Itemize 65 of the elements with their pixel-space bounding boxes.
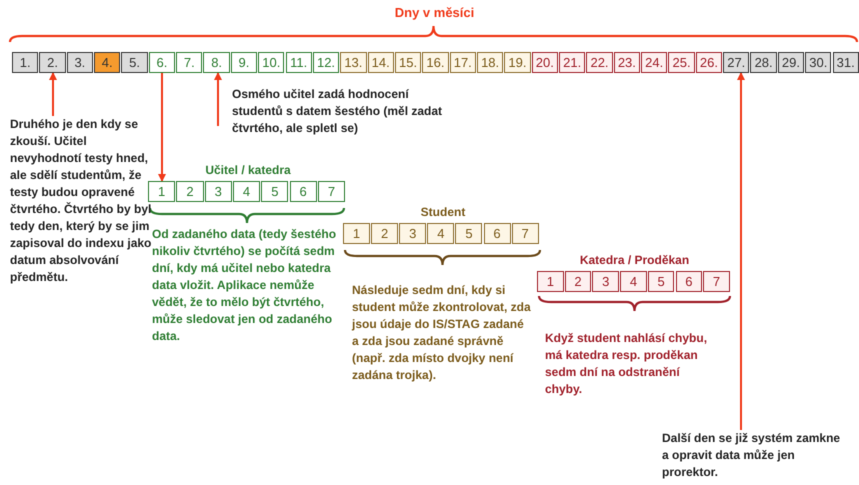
- day-cell: 9.: [230, 52, 258, 73]
- day-cell: 27.: [723, 52, 750, 73]
- day-cell: 7.: [176, 52, 202, 73]
- day-cell: 22.: [586, 52, 613, 73]
- day-cell: 10.: [258, 52, 284, 73]
- day-cell: 13.: [340, 52, 367, 73]
- row-heading: Student: [420, 204, 466, 221]
- day-cell: 5: [648, 271, 674, 292]
- day-cell: 5.: [121, 52, 148, 73]
- day-cell: 12.: [312, 52, 340, 73]
- day-cell: 7: [512, 223, 539, 244]
- day-cell: 2: [564, 271, 592, 292]
- description-text: Od zadaného data (tedy šestého nikoliv čtvrtého) se počítá sedm dní, kdy má učitel nebo katedra data vložit. Aplikace nemůže vědět, že to mělo být čtvrtého, může sledovat jen od zadaného data.: [152, 226, 338, 345]
- day-cell: 28.: [750, 52, 777, 73]
- day-cell: 2: [371, 223, 398, 244]
- day-cell: 16.: [422, 52, 449, 73]
- day-cell: 3: [204, 181, 232, 202]
- day-cell: 5: [455, 223, 482, 244]
- day-cell: 21.: [559, 52, 586, 73]
- description-text: Když student nahlásí chybu, má katedra resp. proděkan sedm dní na odstranění chyby.: [545, 330, 708, 398]
- arrow: [158, 73, 166, 182]
- day-cell: 4.: [94, 52, 120, 73]
- day-cell: 5: [261, 181, 288, 202]
- day-cell: 1.: [12, 52, 38, 73]
- day-cell: 6: [484, 223, 511, 244]
- day-cell: 6.: [148, 52, 176, 73]
- day-cell: 1: [343, 223, 370, 244]
- day-cell: 8.: [203, 52, 230, 73]
- day-cell: 24.: [641, 52, 668, 73]
- day-cell: 4: [620, 271, 647, 292]
- day-cell: 1: [537, 271, 564, 292]
- day-cell: 3: [399, 223, 426, 244]
- arrow: [49, 72, 57, 116]
- arrow: [737, 72, 745, 430]
- row-heading: Učitel / katedra: [204, 162, 292, 179]
- row-heading: Katedra / Proděkan: [578, 252, 690, 269]
- day-cell: 23.: [614, 52, 640, 73]
- day-cell: 7: [318, 181, 346, 202]
- day-cell: 4: [232, 181, 260, 202]
- day-cell: 11.: [286, 52, 312, 73]
- day-cell: 7: [703, 271, 730, 292]
- day-cell: 6: [676, 271, 702, 292]
- day-cell: 30.: [805, 52, 832, 73]
- day-cell: 6: [290, 181, 317, 202]
- day-cell: 1: [148, 181, 176, 202]
- day-cell: 15.: [394, 52, 422, 73]
- day-cell: 29.: [778, 52, 804, 73]
- day-cell: 26.: [696, 52, 722, 73]
- annotation-text: Další den se již systém zamkne a opravit data může jen prorektor.: [662, 430, 842, 481]
- day-cell: 19.: [504, 52, 531, 73]
- day-cell: 3: [592, 271, 620, 292]
- day-cell: 25.: [668, 52, 695, 73]
- day-cell: 2: [176, 181, 204, 202]
- day-cell: 2.: [39, 52, 66, 73]
- day-cell: 20.: [532, 52, 558, 73]
- day-cell: 31.: [832, 52, 859, 73]
- day-cell: 4: [427, 223, 454, 244]
- section-title: Dny v měsíci: [394, 4, 476, 21]
- day-cell: 14.: [368, 52, 394, 73]
- description-text: Následuje sedm dní, kdy si student může zkontrolovat, zda jsou údaje do IS/STAG zadané a zda jsou zadané správně (např. zda místo dvojky není zadána trojka).: [352, 282, 532, 384]
- arrow: [214, 72, 222, 126]
- day-cell: 3.: [66, 52, 94, 73]
- annotation-text: Osmého učitel zadá hodnocení studentů s datem šestého (měl zadat čtvrtého, ale spletl se): [232, 86, 460, 137]
- day-cell: 18.: [476, 52, 504, 73]
- day-cell: 17.: [450, 52, 476, 73]
